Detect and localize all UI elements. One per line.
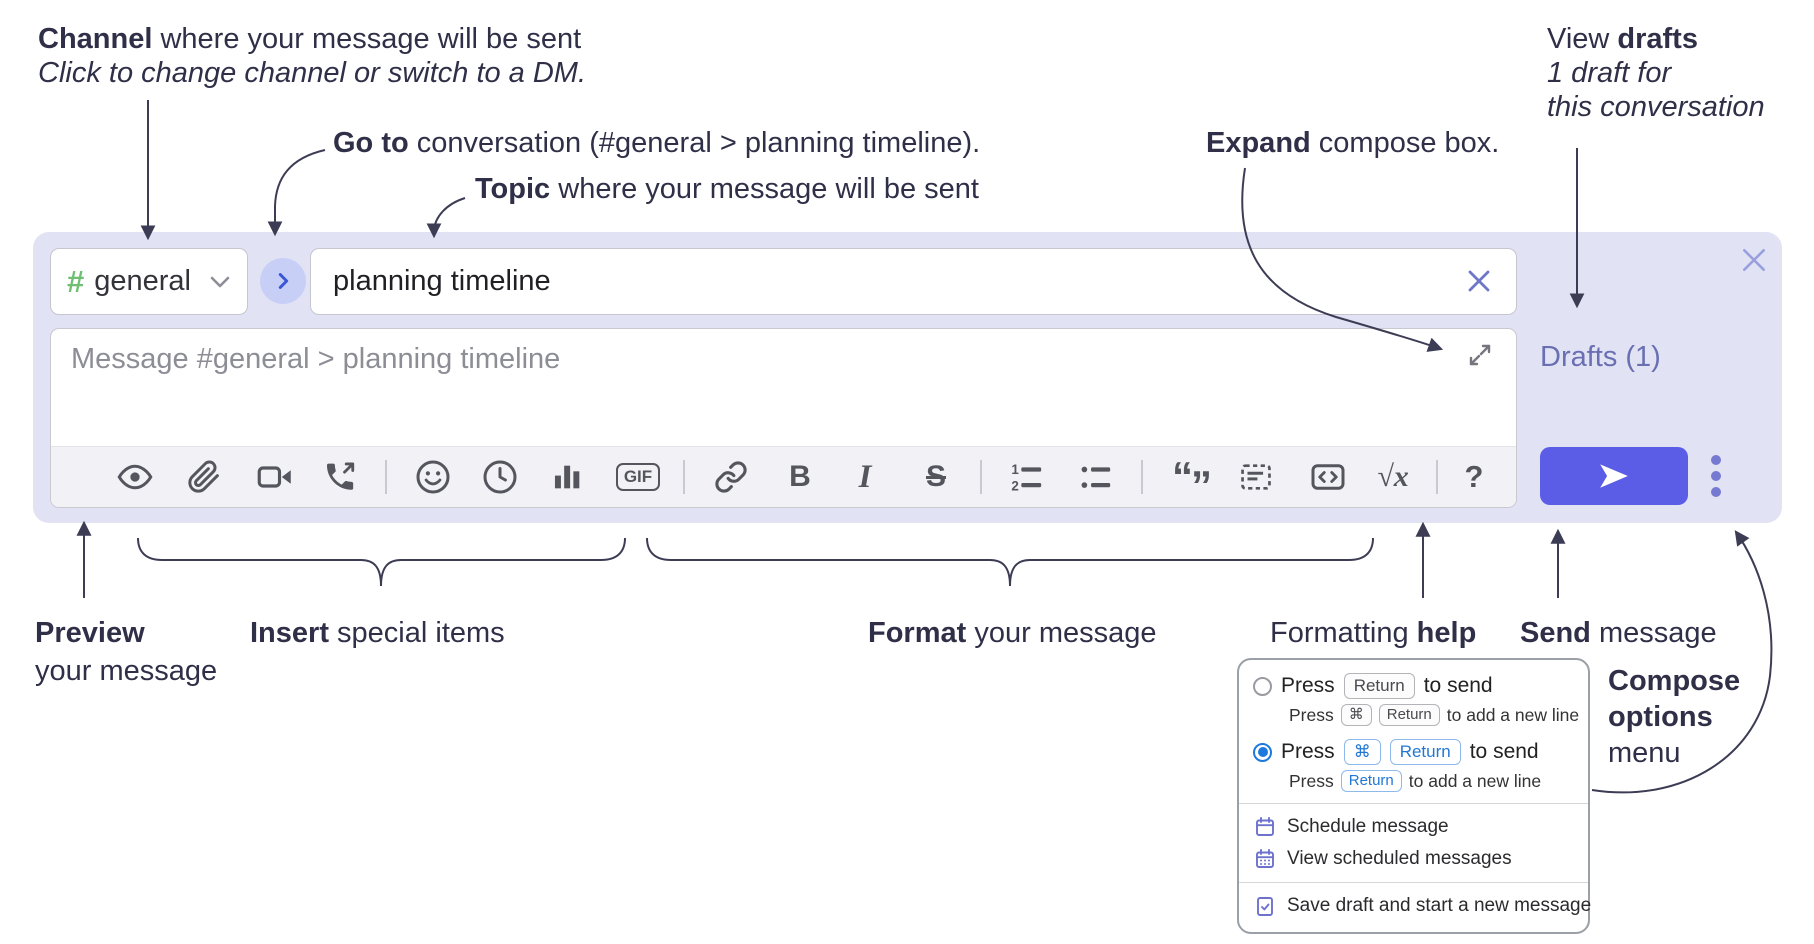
toolbar-divider — [385, 460, 387, 494]
enter-sends-subtext: Press ⌘ Return to add a new line — [1289, 704, 1580, 726]
compose-options-button[interactable] — [1694, 447, 1738, 505]
quote-icon[interactable]: “” — [1172, 453, 1212, 508]
topic-annotation-rest: where your message will be sent — [550, 173, 979, 205]
radio-unselected-icon[interactable] — [1253, 676, 1272, 696]
compose-options-annotation-line3: menu — [1608, 737, 1681, 769]
toolbar-divider — [1436, 460, 1438, 494]
preview-icon[interactable] — [106, 448, 164, 506]
drafts-annotation-sub1: 1 draft for — [1547, 57, 1672, 89]
compose-options-menu: Press Return to send Press ⌘ Return to a… — [1237, 658, 1591, 934]
goto-annotation: Go to conversation (#general > planning … — [333, 126, 980, 160]
drafts-annotation: View drafts — [1547, 22, 1698, 56]
topic-input[interactable] — [310, 248, 1517, 315]
channel-annotation: Channel where your message will be sent — [38, 22, 581, 56]
return-key: Return — [1389, 739, 1461, 765]
calendar-grid-icon — [1253, 847, 1277, 871]
clear-topic-icon[interactable] — [1462, 264, 1496, 298]
close-compose-icon[interactable] — [1736, 242, 1772, 278]
view-scheduled-messages-item[interactable]: View scheduled messages — [1239, 843, 1588, 875]
goto-annotation-bold: Go to — [333, 127, 409, 159]
video-call-icon[interactable] — [246, 448, 304, 506]
drafts-annotation-sub2: this conversation — [1547, 91, 1765, 123]
poll-icon[interactable] — [538, 448, 596, 506]
expand-annotation-rest: compose box. — [1310, 127, 1500, 159]
emoji-icon[interactable] — [404, 448, 462, 506]
preview-annotation: Preview — [35, 617, 145, 649]
topic-arrow — [426, 197, 466, 239]
radio-selected-icon[interactable] — [1253, 742, 1272, 762]
math-icon[interactable]: √x — [1377, 460, 1409, 493]
channel-annotation-bold: Channel — [38, 23, 153, 55]
attach-file-icon[interactable] — [175, 448, 233, 506]
channel-name: general — [94, 265, 191, 297]
format-brace — [646, 537, 1374, 587]
spoiler-icon[interactable] — [1227, 448, 1285, 506]
bold-icon[interactable]: B — [789, 460, 811, 493]
goto-annotation-rest: conversation (#general > planning timeli… — [408, 127, 981, 159]
voice-call-icon[interactable] — [311, 448, 369, 506]
gif-icon[interactable]: GIF — [609, 448, 667, 506]
drafts-annotation-bold: drafts — [1617, 23, 1698, 55]
bulleted-list-icon[interactable] — [1067, 448, 1125, 506]
channel-annotation-sub: Click to change channel or switch to a D… — [38, 57, 587, 89]
toolbar-divider — [980, 460, 982, 494]
expand-annotation-bold: Expand — [1206, 127, 1311, 159]
schedule-message-item[interactable]: Schedule message — [1239, 811, 1588, 843]
return-key: Return — [1340, 770, 1402, 792]
italic-icon[interactable]: I — [858, 458, 872, 495]
svg-text:2: 2 — [1011, 478, 1018, 493]
chevron-right-icon — [272, 270, 294, 292]
link-icon[interactable] — [702, 448, 760, 506]
cmd-key: ⌘ — [1340, 704, 1372, 726]
channel-annotation-rest: where your message will be sent — [152, 23, 582, 55]
return-key: Return — [1378, 704, 1440, 726]
expand-annotation: Expand compose box. — [1206, 126, 1499, 160]
go-to-conversation-button[interactable] — [260, 258, 306, 304]
send-icon — [1597, 459, 1631, 493]
channel-hash-icon: # — [67, 263, 85, 299]
insert-brace — [137, 537, 626, 587]
svg-text:1: 1 — [1011, 462, 1019, 477]
format-annotation: Format your message — [868, 617, 1157, 649]
send-button[interactable] — [1540, 447, 1688, 505]
menu-divider — [1239, 803, 1588, 804]
code-icon[interactable] — [1299, 448, 1357, 506]
menu-divider — [1239, 882, 1588, 883]
save-draft-item[interactable]: Save draft and start a new message — [1239, 890, 1591, 922]
compose-options-annotation-line2: options — [1608, 701, 1713, 733]
strikethrough-icon[interactable]: S — [925, 460, 946, 493]
calendar-icon — [1253, 815, 1277, 839]
cmd-key: ⌘ — [1343, 739, 1381, 765]
compose-options-annotation: Compose — [1608, 665, 1741, 697]
message-compose-area: GIF B I S 12 “” — [50, 328, 1517, 508]
cmd-enter-sends-subtext: Press Return to add a new line — [1289, 770, 1542, 792]
time-icon[interactable] — [471, 448, 529, 506]
channel-selector[interactable]: # general — [50, 248, 248, 315]
toolbar-divider — [683, 460, 685, 494]
message-input[interactable] — [51, 329, 1516, 447]
help-icon[interactable]: ? — [1464, 459, 1484, 494]
insert-annotation: Insert special items — [250, 617, 505, 649]
toolbar-divider — [1141, 460, 1143, 494]
drafts-annotation-pre: View — [1547, 23, 1618, 55]
return-key: Return — [1343, 673, 1415, 699]
topic-annotation: Topic where your message will be sent — [475, 172, 979, 206]
expand-compose-icon[interactable] — [1466, 341, 1494, 369]
save-draft-icon — [1253, 894, 1277, 918]
preview-annotation-line2: your message — [35, 655, 218, 687]
formatting-help-annotation: Formatting help — [1270, 617, 1477, 649]
goto-arrow — [267, 149, 326, 237]
enter-sends-option[interactable]: Press Return to send — [1239, 670, 1588, 702]
cmd-enter-sends-option[interactable]: Press ⌘ Return to send — [1239, 736, 1588, 768]
chevron-down-icon — [209, 275, 231, 289]
topic-annotation-bold: Topic — [475, 173, 551, 205]
send-annotation: Send message — [1520, 617, 1717, 649]
drafts-link[interactable]: Drafts (1) — [1540, 341, 1661, 373]
